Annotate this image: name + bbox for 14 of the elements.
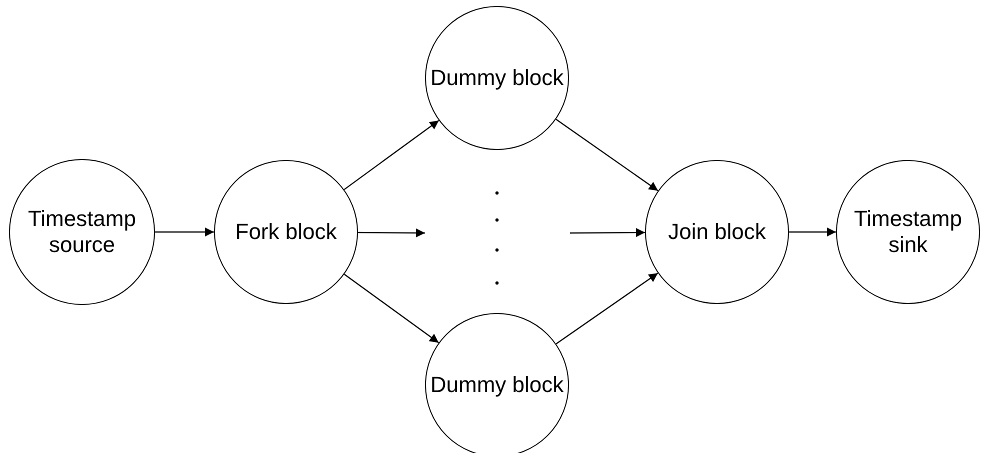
arrow <box>344 274 440 344</box>
arrow <box>344 120 440 190</box>
node-label: Timestamp sink <box>853 206 963 258</box>
arrow <box>570 228 645 238</box>
arrow <box>155 228 214 236</box>
node-label: Timestamp source <box>27 206 137 258</box>
arrow <box>789 228 836 236</box>
node-label: Fork block <box>235 218 337 246</box>
arrow <box>556 118 658 192</box>
node-label: Join block <box>668 218 766 246</box>
arrow <box>556 272 658 344</box>
node-label: Dummy block <box>430 64 564 92</box>
node-label: Dummy block <box>430 372 564 398</box>
arrow <box>358 228 425 238</box>
